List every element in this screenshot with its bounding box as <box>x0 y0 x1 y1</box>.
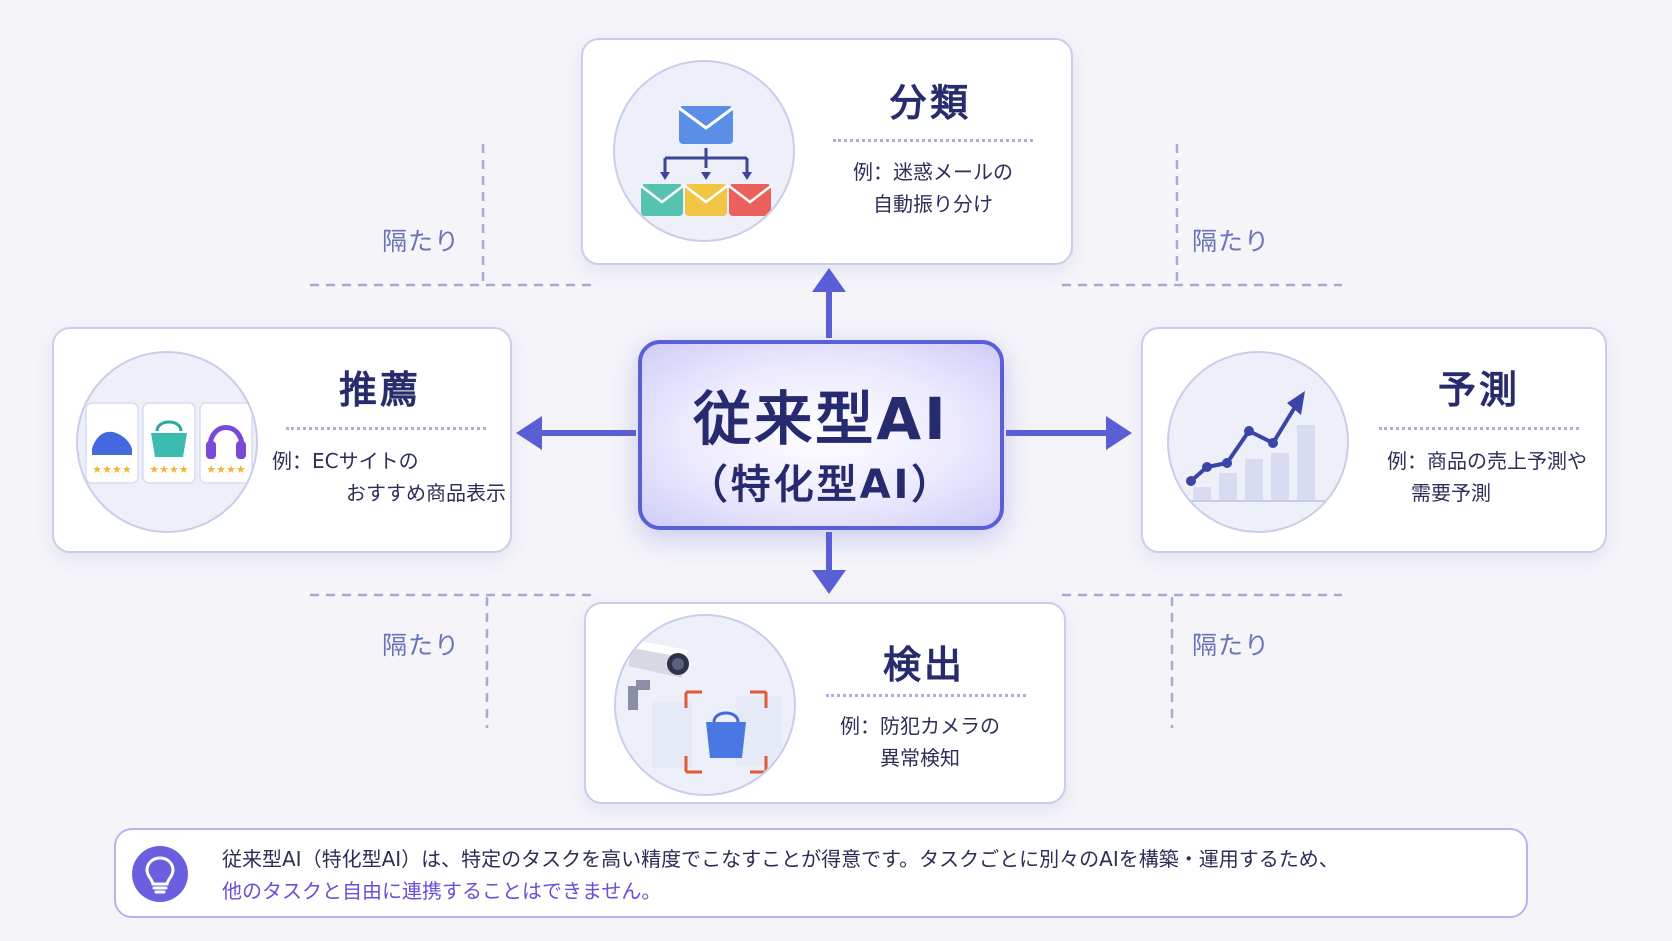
info-note: 従来型AI（特化型AI）は、特定のタスクを高い精度でこなすことが得意です。タスク… <box>114 828 1528 918</box>
email-sorting-icon <box>613 60 795 242</box>
card-description: 例：ECサイトの おすすめ商品表示 <box>266 445 506 509</box>
description-line-1: 例：商品の売上予測や <box>1387 449 1587 473</box>
description-line-2: 異常検知 <box>880 746 960 770</box>
svg-text:★★★★: ★★★★ <box>206 463 246 476</box>
svg-text:★★★★: ★★★★ <box>92 463 132 476</box>
card-title: 予測 <box>1437 368 1520 412</box>
arrow-up <box>812 268 846 338</box>
lightbulb-icon <box>132 846 188 902</box>
card-recommendation: ★★★★ ★★★★ ★★★★ 推薦 例：ECサイトの おすすめ商品表示 <box>52 327 512 553</box>
card-prediction: 予測 例：商品の売上予測や 需要予測 <box>1141 327 1607 553</box>
description-line-2: 自動振り分け <box>873 192 993 216</box>
dotted-divider <box>826 694 1026 697</box>
dashed-separators <box>310 144 1342 728</box>
gap-label-bottom-right: 隔たり <box>1192 631 1271 660</box>
card-description: 例：迷惑メールの 自動振り分け <box>813 156 1053 220</box>
description-line-2: おすすめ商品表示 <box>346 481 506 505</box>
card-detection: 検出 例：防犯カメラの 異常検知 <box>584 602 1066 804</box>
description-line-1: 例：防犯カメラの <box>840 714 1000 738</box>
growth-chart-icon <box>1167 351 1349 533</box>
dotted-divider <box>833 139 1033 142</box>
security-camera-icon <box>614 614 796 796</box>
gap-label-bottom-left: 隔たり <box>382 631 461 660</box>
gap-label-top-left: 隔たり <box>382 227 461 256</box>
description-line-1: 例：迷惑メールの <box>853 160 1013 184</box>
product-recommendation-icon: ★★★★ ★★★★ ★★★★ <box>76 351 258 533</box>
card-description: 例：防犯カメラの 異常検知 <box>800 710 1040 774</box>
center-node: 従来型AI （特化型AI） <box>638 340 1004 530</box>
svg-text:★★★★: ★★★★ <box>149 463 189 476</box>
card-title: 分類 <box>888 81 971 125</box>
description-line-2: 需要予測 <box>1411 481 1491 505</box>
dotted-divider <box>1379 427 1579 430</box>
description-line-1: 例：ECサイトの <box>272 449 419 473</box>
center-subtitle: （特化型AI） <box>687 462 955 508</box>
arrow-left <box>516 416 636 450</box>
dotted-divider <box>286 427 486 430</box>
note-text-line-2: 他のタスクと自由に連携することはできません。 <box>222 879 662 903</box>
arrow-right <box>1006 416 1132 450</box>
gap-label-top-right: 隔たり <box>1192 227 1271 256</box>
card-classification: 分類 例：迷惑メールの 自動振り分け <box>581 38 1073 265</box>
arrow-down <box>812 532 846 594</box>
card-title: 推薦 <box>338 368 421 412</box>
card-title: 検出 <box>882 643 965 687</box>
card-description: 例：商品の売上予測や 需要予測 <box>1375 445 1599 509</box>
center-title: 従来型AI <box>693 385 949 453</box>
note-text-line-1: 従来型AI（特化型AI）は、特定のタスクを高い精度でこなすことが得意です。タスク… <box>222 847 1339 871</box>
